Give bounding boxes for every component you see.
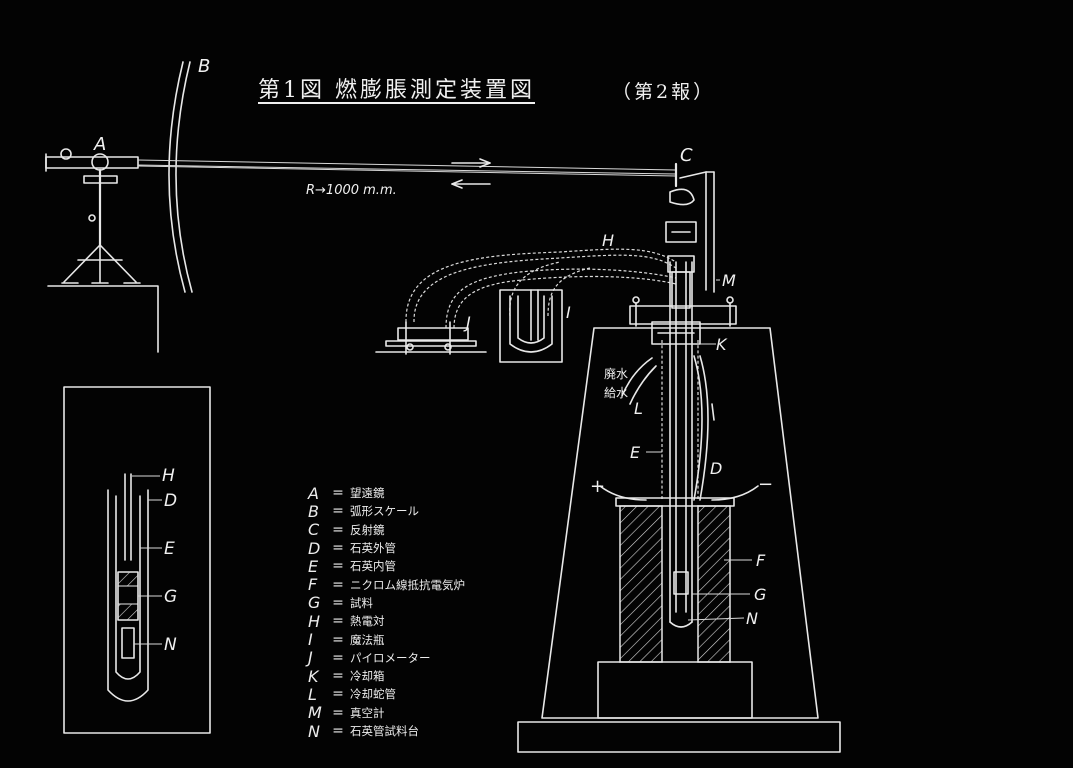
legend-row: L=冷却蛇管 (308, 684, 396, 704)
pyrometer-j (375, 321, 487, 355)
legend-row: F=ニクロム線抵抗電気炉 (308, 575, 465, 595)
component-labels: A B C D E F G H I J K L M N (93, 56, 766, 628)
inset-label-g: G (164, 587, 177, 607)
waste-water-label: 廃水 (604, 367, 629, 381)
label-c: C (680, 145, 693, 166)
label-e: E (630, 443, 641, 462)
thermocouple-wires-h (405, 248, 677, 329)
page-title: 第1図 燃膨脹測定装置図 (258, 78, 535, 103)
legend-row: J=パイロメーター (308, 648, 431, 668)
heater-f (599, 485, 759, 663)
distance-label: R→1000 m.m. (306, 183, 397, 198)
legend-row: C=反射鏡 (308, 520, 385, 540)
arc-scale-b (168, 61, 193, 293)
mirror-c (665, 162, 715, 309)
label-d: D (710, 459, 722, 478)
inset-label-n: N (164, 635, 177, 655)
telescope-a (45, 148, 159, 353)
label-h: H (602, 231, 614, 250)
inset-label-e: E (164, 539, 175, 559)
label-j: J (463, 313, 471, 332)
label-l: L (634, 399, 643, 418)
inset-labels: H D E G N (162, 466, 177, 655)
furnace-housing (517, 296, 841, 753)
legend-row: A=望遠鏡 (308, 483, 385, 503)
legend: A=望遠鏡 B=弧形スケール C=反射鏡 D=石英外管 E=石英内管 F=ニクロ… (308, 483, 465, 741)
page-subtitle: （第2報） (612, 81, 716, 103)
legend-row: B=弧形スケール (308, 501, 419, 521)
legend-row: M=真空計 (308, 703, 385, 723)
inset-label-h: H (162, 466, 175, 486)
inset-detail (63, 386, 211, 734)
label-i: I (566, 303, 571, 322)
quartz-tubes (621, 261, 715, 628)
inset-label-d: D (164, 491, 177, 511)
dewar-flask-i (499, 289, 563, 363)
label-m: M (722, 271, 736, 290)
legend-row: D=石英外管 (308, 538, 396, 558)
legend-row: H=熱電対 (308, 611, 385, 631)
label-f: F (756, 551, 766, 570)
legend-row: K=冷却箱 (308, 666, 385, 686)
label-k: K (716, 335, 728, 354)
label-g: G (754, 585, 766, 604)
feed-water-label: 給水 (604, 386, 629, 400)
plus-sign: + (590, 476, 605, 497)
legend-row: N=石英管試料台 (308, 721, 419, 741)
legend-row: G=試料 (308, 593, 373, 613)
label-n: N (746, 609, 758, 628)
light-path (137, 158, 677, 189)
label-a: A (93, 134, 106, 155)
legend-row: I=魔法瓶 (308, 630, 385, 650)
legend-row: E=石英内管 (308, 556, 396, 576)
label-b: B (198, 56, 210, 77)
minus-sign: − (758, 474, 773, 495)
